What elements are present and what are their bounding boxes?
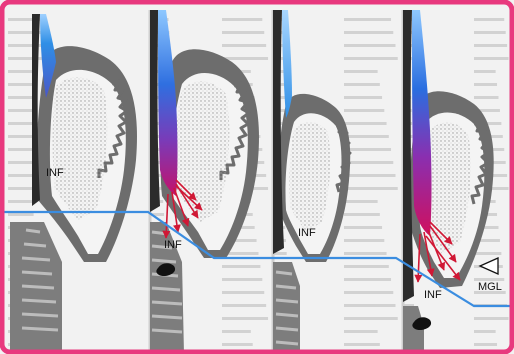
text-line-texture	[8, 96, 35, 99]
text-line-texture	[474, 96, 498, 99]
text-line-texture	[222, 343, 253, 346]
text-line-texture	[474, 330, 496, 333]
text-line-texture	[474, 44, 507, 47]
text-line-texture	[8, 83, 34, 86]
panel-4-inf-label: INF	[424, 289, 442, 301]
text-line-texture	[344, 18, 391, 21]
text-line-texture	[344, 31, 393, 34]
text-line-texture	[344, 239, 384, 242]
text-line-texture	[344, 122, 387, 125]
text-line-texture	[474, 70, 496, 73]
text-line-texture	[344, 278, 391, 281]
text-line-texture	[222, 330, 251, 333]
text-line-texture	[344, 252, 387, 255]
text-line-texture	[344, 304, 396, 307]
text-line-texture	[344, 83, 380, 86]
text-line-texture	[222, 304, 266, 307]
text-line-texture	[344, 291, 393, 294]
text-line-texture	[344, 317, 398, 320]
text-line-texture	[8, 213, 34, 216]
text-line-texture	[222, 265, 260, 268]
text-line-texture	[474, 317, 509, 320]
text-line-texture	[222, 57, 268, 60]
text-line-texture	[474, 18, 504, 21]
text-line-texture	[344, 265, 389, 268]
text-line-texture	[344, 57, 398, 60]
text-line-texture	[222, 278, 262, 281]
text-line-texture	[474, 83, 497, 86]
text-line-texture	[344, 213, 380, 216]
text-line-texture	[474, 252, 501, 255]
text-line-texture	[344, 226, 382, 229]
text-line-texture	[222, 291, 264, 294]
text-line-texture	[222, 317, 268, 320]
text-line-texture	[344, 161, 393, 164]
text-line-texture	[8, 44, 45, 47]
text-line-texture	[344, 96, 382, 99]
text-line-texture	[8, 57, 46, 60]
text-line-texture	[344, 200, 378, 203]
text-line-texture	[474, 31, 506, 34]
text-line-texture	[8, 200, 32, 203]
text-line-texture	[222, 44, 266, 47]
panel-2-inf-label: INF	[164, 239, 182, 251]
text-line-texture	[344, 109, 384, 112]
text-line-texture	[344, 330, 378, 333]
text-line-texture	[474, 343, 497, 346]
panel-1-inf-label: INF	[46, 167, 64, 179]
text-line-texture	[344, 148, 391, 151]
text-line-texture	[344, 135, 389, 138]
panel-3-inf-label: INF	[298, 227, 316, 239]
text-line-texture	[474, 57, 509, 60]
text-line-texture	[344, 70, 378, 73]
text-line-texture	[344, 44, 396, 47]
text-line-texture	[222, 31, 264, 34]
text-line-texture	[344, 174, 396, 177]
text-line-texture	[222, 18, 262, 21]
text-line-texture	[8, 70, 32, 73]
text-line-texture	[344, 343, 380, 346]
mgl-label: MGL	[478, 281, 502, 293]
alveolar-bone	[273, 262, 300, 354]
text-line-texture	[344, 187, 398, 190]
